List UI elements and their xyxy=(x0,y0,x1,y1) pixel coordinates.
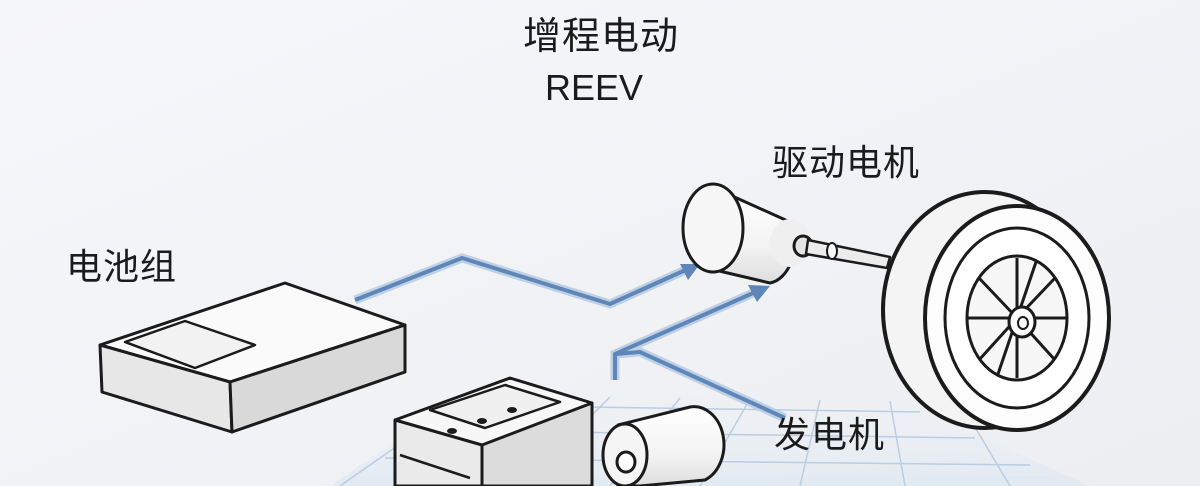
generator xyxy=(601,405,726,486)
wheel xyxy=(881,190,1111,432)
battery-pack-label: 电池组 xyxy=(66,247,178,288)
arrow-head-1 xyxy=(680,264,700,280)
energy-flow-lines xyxy=(353,253,787,423)
diagram-title: 增程电动 xyxy=(523,14,680,58)
engine-block xyxy=(393,376,594,486)
battery-pack xyxy=(98,281,407,434)
drive-motor xyxy=(681,182,892,285)
generator-label: 发电机 xyxy=(774,415,886,456)
drive-motor-label: 驱动电机 xyxy=(772,143,921,184)
arrow-head-2 xyxy=(748,285,770,302)
diagram-subtitle: REEV xyxy=(545,67,644,108)
